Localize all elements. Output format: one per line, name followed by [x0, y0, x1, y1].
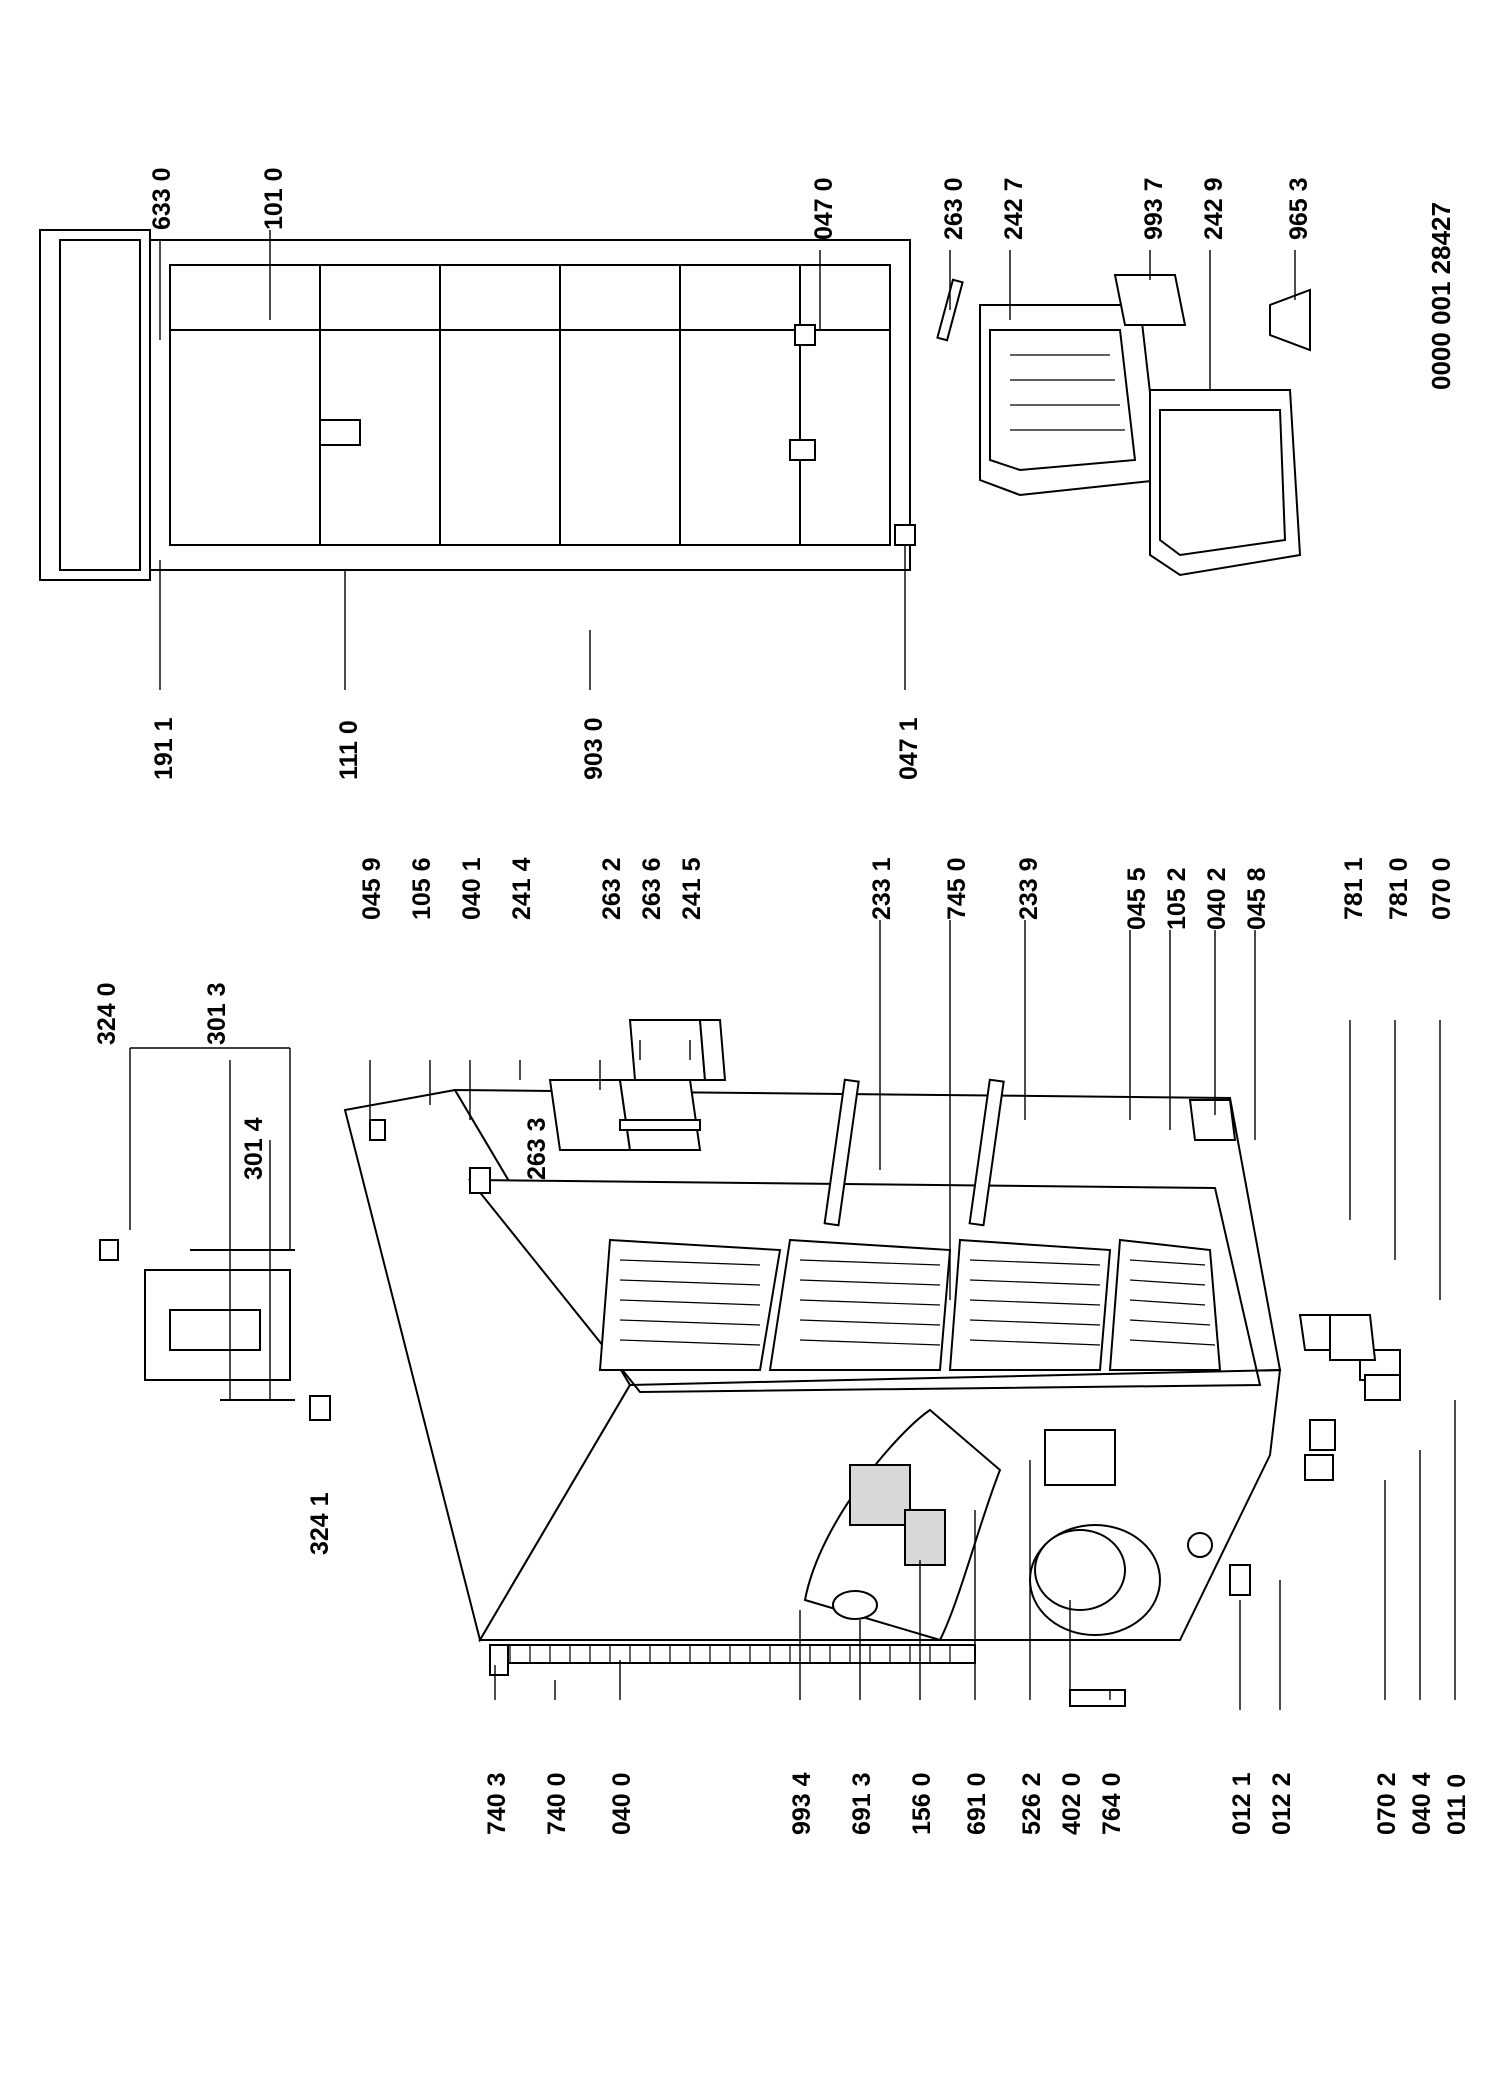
label-045-5: 045 5	[1123, 867, 1151, 930]
label-324-1: 324 1	[306, 1492, 334, 1555]
label-263-2: 263 2	[598, 857, 626, 920]
label-301-4: 301 4	[240, 1117, 268, 1180]
label-012-2: 012 2	[1268, 1772, 1296, 1835]
label-047-0: 047 0	[810, 177, 838, 240]
label-156-0: 156 0	[908, 1772, 936, 1835]
label-045-8: 045 8	[1243, 867, 1271, 930]
label-105-2: 105 2	[1163, 867, 1191, 930]
label-402-0: 402 0	[1058, 1772, 1086, 1835]
misc-door-parts	[936, 274, 1311, 352]
label-324-0: 324 0	[93, 982, 121, 1045]
bottom-hinges	[1188, 1099, 1401, 1401]
document-number: 0000 001 28427	[1426, 202, 1456, 390]
label-101-0: 101 0	[260, 167, 288, 230]
label-745-0: 745 0	[943, 857, 971, 920]
label-012-1: 012 1	[1228, 1772, 1256, 1835]
compressor	[1029, 1429, 1251, 1636]
label-781-0: 781 0	[1385, 857, 1413, 920]
label-781-1: 781 1	[1340, 857, 1368, 920]
label-691-3: 691 3	[848, 1772, 876, 1835]
label-040-1: 040 1	[458, 857, 486, 920]
label-070-0: 070 0	[1428, 857, 1456, 920]
label-740-0: 740 0	[543, 1772, 571, 1835]
label-040-4: 040 4	[1408, 1772, 1436, 1835]
label-301-3: 301 3	[203, 982, 231, 1045]
rails	[823, 1078, 1005, 1227]
label-111-0: 111 0	[335, 720, 363, 780]
label-965-3: 965 3	[1285, 177, 1313, 240]
label-691-0: 691 0	[963, 1772, 991, 1835]
freezer-baskets	[979, 304, 1302, 577]
label-263-0: 263 0	[940, 177, 968, 240]
label-241-5: 241 5	[678, 857, 706, 920]
label-191-1: 191 1	[150, 717, 178, 780]
label-047-1: 047 1	[895, 717, 923, 780]
drier	[1069, 1689, 1126, 1707]
label-241-4: 241 4	[508, 857, 536, 920]
label-045-9: 045 9	[358, 857, 386, 920]
label-242-9: 242 9	[1200, 177, 1228, 240]
label-993-4: 993 4	[788, 1772, 816, 1835]
label-526-2: 526 2	[1018, 1772, 1046, 1835]
label-040-2: 040 2	[1203, 867, 1231, 930]
label-233-9: 233 9	[1015, 857, 1043, 920]
label-105-6: 105 6	[408, 857, 436, 920]
door-assembly	[59, 239, 911, 571]
label-903-0: 903 0	[580, 717, 608, 780]
condenser	[494, 1644, 976, 1664]
label-633-0: 633 0	[148, 167, 176, 230]
label-011-0: 011 0	[1443, 1774, 1471, 1835]
label-242-7: 242 7	[1000, 177, 1028, 240]
label-233-1: 233 1	[868, 857, 896, 920]
door-gasket	[39, 229, 151, 581]
part-labels: 324 0 301 3 301 4 324 1 045 9 105 6 040 …	[93, 167, 1471, 1835]
control-panel-assembly	[803, 1408, 1002, 1642]
label-040-0: 040 0	[608, 1772, 636, 1835]
label-993-7: 993 7	[1140, 177, 1168, 240]
label-263-6: 263 6	[638, 857, 666, 920]
freezer-shelves	[598, 1238, 1222, 1371]
label-070-2: 070 2	[1373, 1772, 1401, 1835]
small-drawers	[548, 1019, 727, 1151]
kick-plate	[144, 1249, 295, 1401]
leader-lines	[129, 230, 1456, 1710]
label-764-0: 764 0	[1098, 1772, 1126, 1835]
label-740-3: 740 3	[483, 1772, 511, 1835]
label-263-3: 263 3	[523, 1117, 551, 1180]
